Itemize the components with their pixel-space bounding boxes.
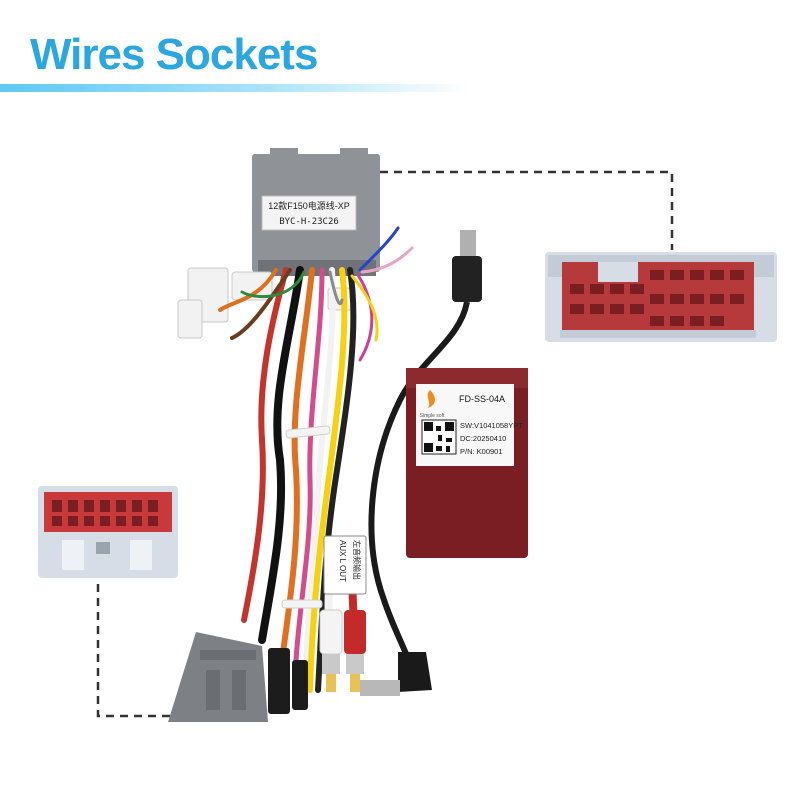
module-model: FD-SS-04A: [459, 394, 505, 404]
page-title: Wires Sockets: [30, 30, 318, 79]
wire-bundle: [218, 226, 414, 693]
zip-ties: [281, 425, 331, 609]
title-underline: [0, 84, 470, 92]
module-brand: Simple soft: [420, 413, 445, 419]
qr-code: [421, 419, 457, 455]
leader-line-bottom: [96, 570, 172, 718]
harness-label-line1: 12款F150电源线-XP: [268, 200, 350, 211]
module-sw: SW:V1041058YPT: [460, 421, 523, 430]
rca-tag-line2: 左音频输出: [352, 540, 362, 580]
main-harness-connector: 12款F150电源线-XP BYC-H-23C26: [252, 148, 380, 276]
header: Wires Sockets: [0, 0, 800, 100]
black-plugs: [268, 648, 308, 714]
rca-label-tag: AUX L OUT 左音频输出: [323, 535, 367, 595]
module-dc: DC:20250410: [460, 434, 506, 443]
leader-line-top: [380, 170, 674, 250]
socket-closeup-left: [38, 486, 178, 578]
antenna-cable: [360, 230, 482, 696]
module-pn: P/N: K00901: [460, 447, 503, 456]
socket-closeup-right: [545, 252, 777, 342]
leader-lines: [96, 170, 674, 718]
rca-plugs: [319, 559, 366, 692]
canbus-module: Simple soft FD-SS-04A SW:V1041058YPT DC:…: [406, 368, 528, 558]
harness-label-line2: BYC-H-23C26: [279, 217, 339, 227]
vehicle-plug: [168, 632, 268, 722]
rca-tag-line1: AUX L OUT: [338, 540, 347, 582]
